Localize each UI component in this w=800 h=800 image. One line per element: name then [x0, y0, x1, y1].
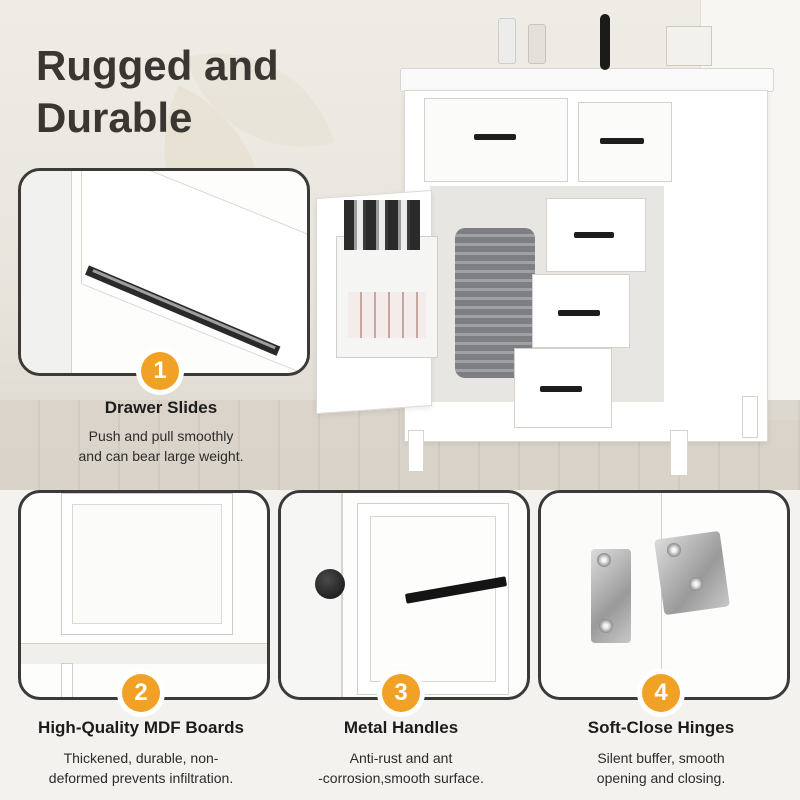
feature-badge-4: 4 [642, 674, 680, 712]
feature-desc-2-line-1: Thickened, durable, non- [63, 750, 219, 766]
cabinet-leg [61, 663, 73, 697]
drawer-handle [540, 386, 582, 392]
panel-door [61, 493, 233, 635]
headline-line-1: Rugged and [36, 42, 279, 89]
feature-desc-2-line-2: deformed prevents infiltration. [48, 770, 234, 786]
small-bottles [348, 292, 426, 338]
feature-desc-1-line-2: and can bear large weight. [78, 448, 244, 464]
feature-desc-3-line-2: -corrosion,smooth surface. [318, 770, 484, 786]
feature-desc-1: Push and pull smoothly and can bear larg… [30, 426, 292, 466]
feature-title-4: Soft-Close Hinges [587, 718, 735, 737]
cabinet-leg [670, 430, 688, 476]
faucet-icon [600, 14, 610, 70]
feature-badge-1: 1 [141, 352, 179, 390]
feature-title-2: High-Quality MDF Boards [38, 718, 244, 737]
cabinet-leg [742, 396, 758, 438]
lotion-bottle [528, 24, 546, 64]
headline: Rugged and Durable [36, 40, 279, 144]
feature-title-1: Drawer Slides [104, 398, 218, 417]
feature-badge-2: 2 [122, 674, 160, 712]
hinge-arm-icon [654, 530, 730, 616]
soap-bottle [498, 18, 516, 64]
metal-handles-photo [278, 490, 530, 700]
soft-close-hinges-photo [538, 490, 790, 700]
black-knob-icon [315, 569, 345, 599]
gift-box [666, 26, 712, 66]
mdf-board-photo [18, 490, 270, 700]
toiletry-bottles [344, 200, 420, 250]
feature-title-3: Metal Handles [343, 718, 459, 737]
feature-desc-4: Silent buffer, smooth opening and closin… [530, 748, 792, 788]
feature-badge-3: 3 [382, 674, 420, 712]
drawer-handle [474, 134, 516, 140]
drawer-handle [600, 138, 644, 144]
sink-countertop [400, 68, 774, 92]
top-drawer-left [424, 98, 568, 182]
drawer-handle [558, 310, 600, 316]
cabinet-leg [408, 430, 424, 472]
feature-desc-4-line-2: opening and closing. [596, 770, 726, 786]
feature-desc-3-line-1: Anti-rust and ant [349, 750, 453, 766]
feature-desc-3: Anti-rust and ant -corrosion,smooth surf… [270, 748, 532, 788]
feature-desc-2: Thickened, durable, non- deformed preven… [10, 748, 272, 788]
headline-line-2: Durable [36, 94, 193, 141]
feature-desc-1-line-1: Push and pull smoothly [88, 428, 234, 444]
feature-desc-4-line-1: Silent buffer, smooth [597, 750, 725, 766]
drawer-slides-photo [18, 168, 310, 376]
drawer-handle [574, 232, 614, 238]
